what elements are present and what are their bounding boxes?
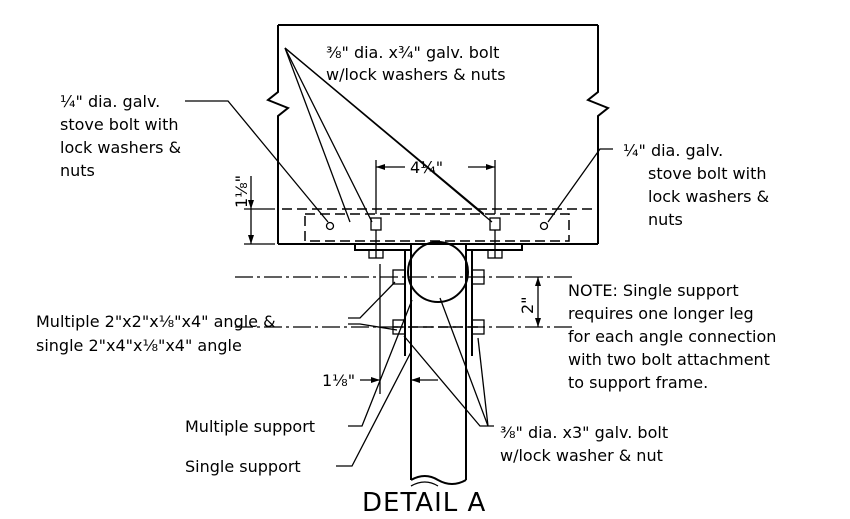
dim-2in	[535, 277, 541, 327]
bolt-top-label-1: ⅜" dia. x¾" galv. bolt	[326, 43, 499, 62]
stove-left-label-1: ¼" dia. galv.	[60, 92, 160, 111]
note-line-4: with two bolt attachment	[568, 350, 770, 369]
bolt-top-label-2: w/lock washers & nuts	[326, 65, 506, 84]
note-line-2: requires one longer leg	[568, 304, 754, 323]
dim-bottom-label: 1⅛"	[322, 371, 355, 390]
note-line-1: NOTE: Single support	[568, 281, 739, 300]
stove-left-label-2: stove bolt with	[60, 115, 179, 134]
stove-right-label-1: ¼" dia. galv.	[623, 141, 723, 160]
dim-bottom	[360, 264, 438, 394]
stove-bolt-left	[325, 221, 335, 231]
stove-left-label-4: nuts	[60, 161, 95, 180]
note-line-3: for each angle connection	[568, 327, 776, 346]
bolt-bottom-label-2: w/lock washer & nut	[500, 446, 663, 465]
stove-bolt-right	[539, 221, 549, 231]
sign-panel	[266, 24, 610, 245]
dim-height	[244, 176, 275, 245]
dim-height-label: 1⅛"	[232, 175, 251, 208]
single-support-label: Single support	[185, 457, 301, 476]
angle-label-2: single 2"x4"x⅛"x4" angle	[36, 336, 242, 355]
top-bolts	[368, 217, 503, 259]
stove-right-label-2: stove bolt with	[648, 164, 767, 183]
support-pipe-section	[407, 241, 469, 303]
multiple-support-label: Multiple support	[185, 417, 315, 436]
leaders	[185, 47, 613, 467]
stove-right-label-3: lock washers &	[648, 187, 769, 206]
dim-2in-label: 2"	[518, 296, 537, 314]
angle-label-1: Multiple 2"x2"x⅛"x4" angle &	[36, 312, 276, 331]
stove-right-label-4: nuts	[648, 210, 683, 229]
dim-width	[375, 160, 496, 214]
support-pipe	[410, 356, 467, 487]
dim-width-label: 4¼"	[410, 158, 443, 177]
frame-member	[282, 208, 594, 242]
stove-left-label-3: lock washers &	[60, 138, 181, 157]
detail-title: DETAIL A	[362, 488, 486, 518]
note-line-5: to support frame.	[568, 373, 708, 392]
bolt-bottom-label-1: ⅜" dia. x3" galv. bolt	[500, 423, 668, 442]
